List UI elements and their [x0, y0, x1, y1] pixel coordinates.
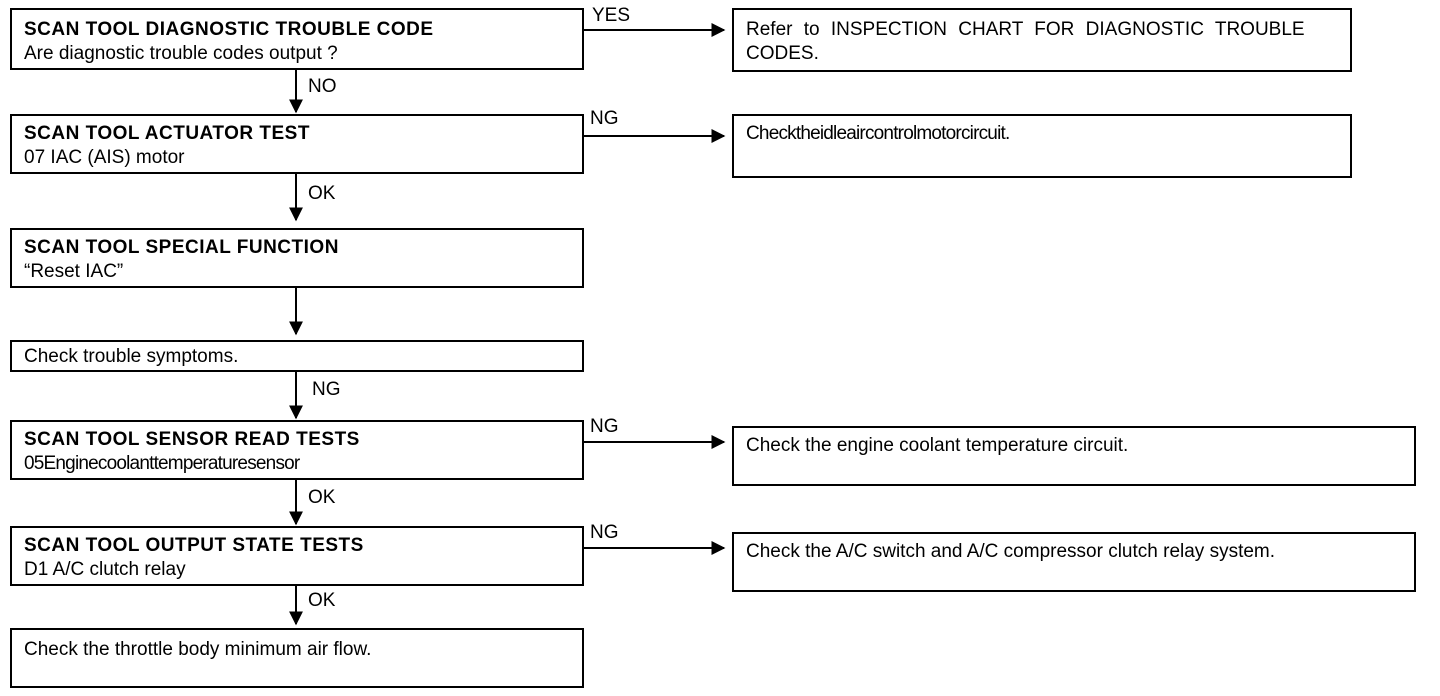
box-text: Check the engine coolant temperature cir…	[746, 435, 1129, 456]
box-check-trouble-symptoms: Check trouble symptoms.	[10, 340, 584, 372]
box-subtitle: 05Enginecoolanttemperaturesensor	[24, 453, 300, 474]
label-no: NO	[308, 76, 337, 97]
box-check-idle-air-control: Checktheidleaircontrolmotorcircuit.	[732, 114, 1352, 178]
label-ng-output: NG	[590, 522, 619, 543]
box-special-function: SCAN TOOL SPECIAL FUNCTION “Reset IAC”	[10, 228, 584, 288]
box-diagnostic-trouble-code: SCAN TOOL DIAGNOSTIC TROUBLE CODE Are di…	[10, 8, 584, 70]
box-actuator-test: SCAN TOOL ACTUATOR TEST 07 IAC (AIS) mot…	[10, 114, 584, 174]
label-ng-actuator: NG	[590, 108, 619, 129]
label-ng-sensor: NG	[590, 416, 619, 437]
box-text: Check the A/C switch and A/C compressor …	[746, 541, 1276, 562]
box-throttle-body: Check the throttle body minimum air flow…	[10, 628, 584, 688]
label-ok-sensor: OK	[308, 487, 336, 508]
label-ng-symptoms: NG	[312, 379, 341, 400]
box-sensor-read-tests: SCAN TOOL SENSOR READ TESTS 05Enginecool…	[10, 420, 584, 480]
box-check-ac-switch: Check the A/C switch and A/C compressor …	[732, 532, 1416, 592]
box-check-coolant-circuit: Check the engine coolant temperature cir…	[732, 426, 1416, 486]
box-subtitle: D1 A/C clutch relay	[24, 559, 186, 580]
label-ok-actuator: OK	[308, 183, 336, 204]
label-yes: YES	[592, 5, 631, 26]
box-title: SCAN TOOL DIAGNOSTIC TROUBLE CODE	[24, 19, 434, 40]
box-title: SCAN TOOL OUTPUT STATE TESTS	[24, 535, 364, 556]
box-text: Checktheidleaircontrolmotorcircuit.	[746, 123, 1010, 144]
box-subtitle: Are diagnostic trouble codes output ?	[24, 43, 338, 64]
box-title: SCAN TOOL SENSOR READ TESTS	[24, 429, 360, 450]
label-ok-output: OK	[308, 590, 336, 611]
box-text: Check trouble symptoms.	[24, 346, 239, 367]
box-subtitle: 07 IAC (AIS) motor	[24, 147, 185, 168]
box-text: Check the throttle body minimum air flow…	[24, 639, 372, 660]
box-title: SCAN TOOL ACTUATOR TEST	[24, 123, 310, 144]
box-refer-inspection-chart: Refer to INSPECTION CHART FOR DIAGNOSTIC…	[732, 8, 1352, 72]
box-output-state-tests: SCAN TOOL OUTPUT STATE TESTS D1 A/C clut…	[10, 526, 584, 586]
box-subtitle: “Reset IAC”	[24, 261, 124, 282]
box-title: SCAN TOOL SPECIAL FUNCTION	[24, 237, 339, 258]
box-text: Refer to INSPECTION CHART FOR DIAGNOSTIC…	[746, 19, 1305, 64]
